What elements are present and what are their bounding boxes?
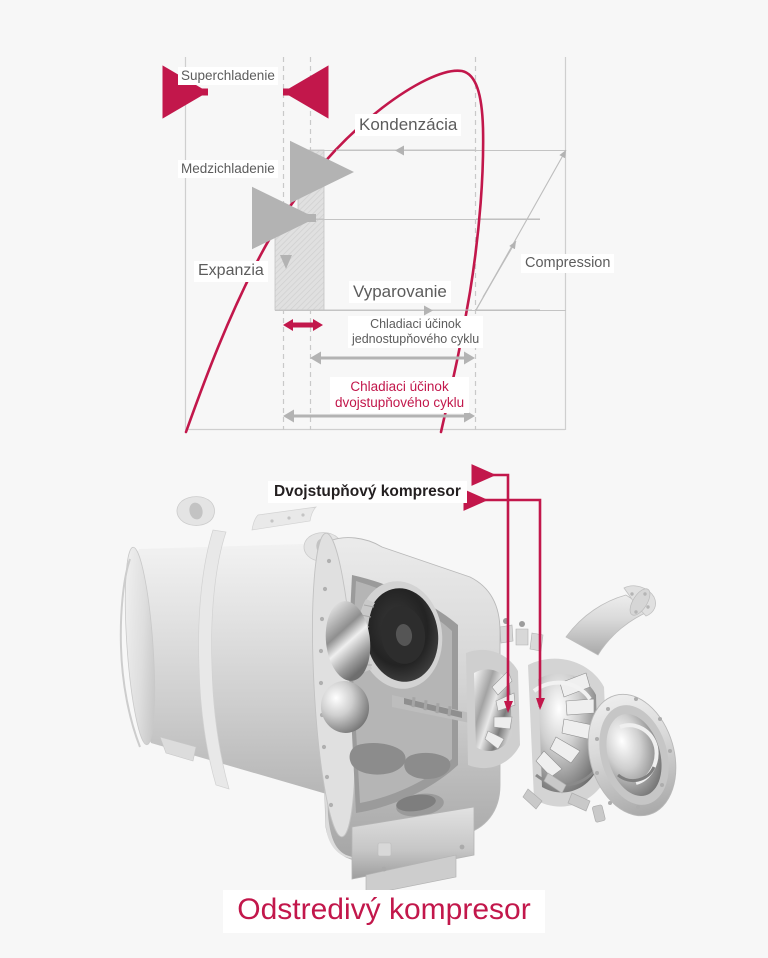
- label-subcooling: Superchladenie: [178, 67, 278, 85]
- two-stage-effect-line1: Chladiaci účinok: [350, 379, 449, 394]
- compression-arrow-lower: [482, 240, 517, 298]
- label-expansion: Expanzia: [194, 261, 268, 282]
- label-two-stage-cooling-effect: Chladiaci účinok dvojstupňového cyklu: [330, 377, 470, 413]
- single-stage-effect-arrow: [310, 351, 475, 365]
- figure-title: Odstredivý kompresor: [223, 890, 545, 933]
- label-single-stage-cooling-effect: Chladiaci účinok jednostupňového cyklu: [348, 316, 484, 348]
- rotor-shaft: [392, 695, 470, 723]
- refrigeration-cycle-diagram: Superchladenie Medzichladenie Expanzia K…: [0, 0, 768, 462]
- accessory-piping: [522, 772, 606, 823]
- callout-two-stage-compressor: Dvojstupňový kompresor: [268, 481, 467, 503]
- single-stage-effect-line2: jednostupňového cyklu: [352, 331, 480, 346]
- diagram-axis-frame: [184, 57, 567, 431]
- single-stage-effect-line1: Chladiaci účinok: [370, 317, 462, 331]
- label-condensation: Kondenzácia: [355, 114, 462, 137]
- label-evaporation: Vyparovanie: [349, 281, 451, 304]
- centrifugal-compressor-illustration: [0, 455, 768, 958]
- motor-housing-barrel: [119, 496, 342, 795]
- two-stage-effect-line2: dvojstupňového cyklu: [335, 394, 465, 410]
- figure-title-wrapper: Odstredivý kompresor: [0, 890, 768, 933]
- second-stage-impeller: [528, 658, 608, 807]
- interior-chrome-bowl: [320, 601, 371, 733]
- callout-leader-lines: [463, 464, 542, 710]
- callout-leader-tips: [504, 698, 545, 713]
- condensation-arrow: [336, 145, 475, 156]
- intercooling-arrows: [252, 140, 354, 250]
- suction-inlet-pipe: [565, 585, 656, 656]
- label-intercooling: Medzichladenie: [178, 160, 278, 178]
- lifting-lug-left: [176, 496, 215, 526]
- gearbox-casing: [312, 532, 501, 861]
- first-stage-impeller: [466, 618, 544, 769]
- discharge-end-bell: [587, 693, 677, 817]
- expansion-down-arrow: [280, 255, 292, 269]
- two-stage-gain-double-arrow: [283, 319, 323, 331]
- evaporation-arrow: [311, 305, 472, 316]
- compressor-base-skid: [351, 806, 475, 896]
- diagram-dashed-gridlines: [282, 57, 477, 430]
- label-compression: Compression: [521, 254, 615, 274]
